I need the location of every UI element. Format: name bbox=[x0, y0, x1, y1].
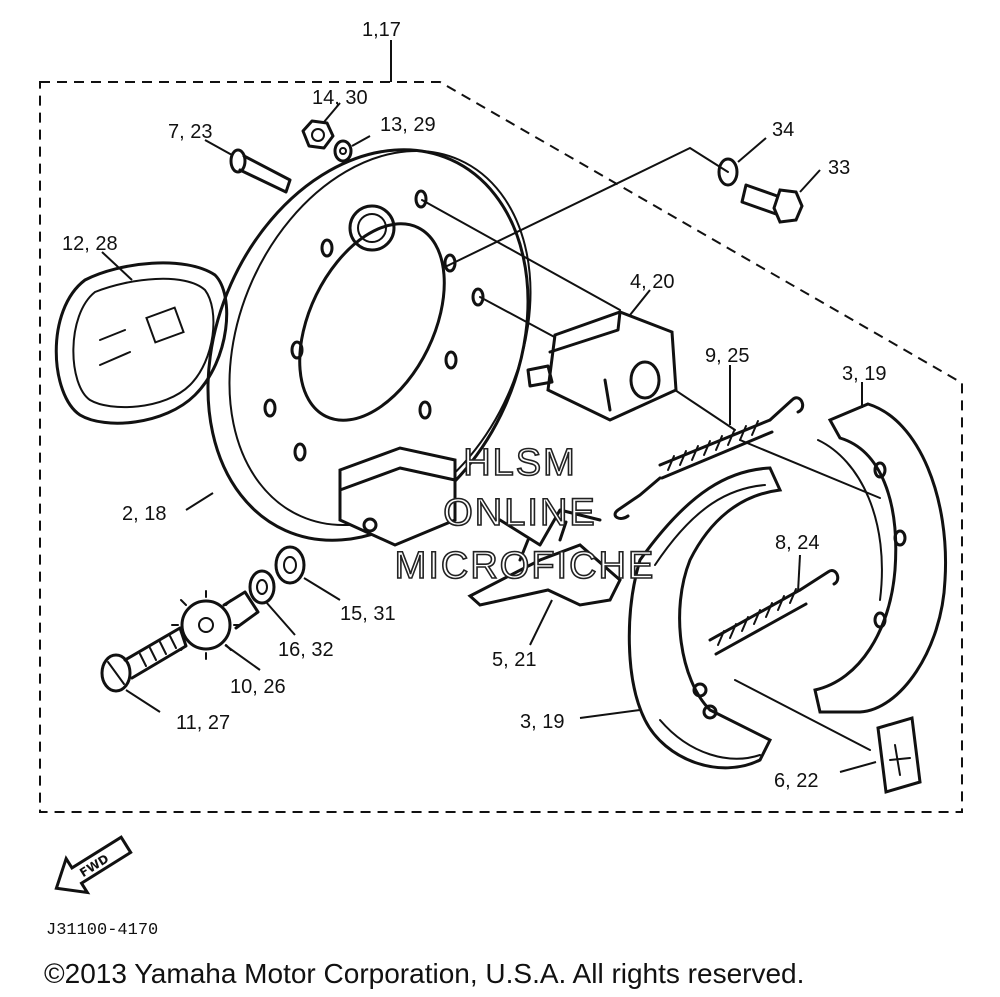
callout-10-26: 10, 26 bbox=[230, 676, 286, 698]
washer-34 bbox=[717, 157, 739, 187]
callout-12-28: 12, 28 bbox=[62, 233, 118, 255]
callout-3-19-bottom: 3, 19 bbox=[520, 711, 564, 733]
callout-5-21: 5, 21 bbox=[492, 649, 536, 671]
adjuster-housing bbox=[338, 446, 457, 547]
lock-washer bbox=[333, 139, 353, 163]
backing-plate bbox=[206, 148, 532, 542]
retaining-clip bbox=[876, 716, 922, 794]
washer-15 bbox=[274, 545, 306, 585]
watermark-line-3: MICROFICHE bbox=[395, 545, 656, 587]
brake-lever bbox=[467, 508, 622, 607]
adjuster-screw bbox=[100, 626, 188, 693]
watermark-line-2: ONLINE bbox=[443, 492, 596, 534]
callout-13-29: 13, 29 bbox=[380, 114, 436, 136]
copyright-notice: ©2013 Yamaha Motor Corporation, U.S.A. A… bbox=[44, 958, 804, 989]
brake-shoe-rear bbox=[813, 402, 948, 714]
callout-2-18: 2, 18 bbox=[122, 503, 166, 525]
lower-spring bbox=[708, 569, 840, 656]
watermark-line-1: HLSM bbox=[463, 442, 577, 484]
callout-3-19-top: 3, 19 bbox=[842, 363, 886, 385]
adjuster-wheel bbox=[171, 590, 260, 660]
callout-16-32: 16, 32 bbox=[278, 639, 334, 661]
forward-arrow-icon: FWD bbox=[54, 835, 133, 895]
callout-7-23: 7, 23 bbox=[168, 121, 212, 143]
brake-cover bbox=[54, 261, 229, 425]
callout-9-25: 9, 25 bbox=[705, 345, 749, 367]
brake-shoe-front bbox=[627, 466, 783, 770]
callout-6-22: 6, 22 bbox=[774, 770, 818, 792]
washer-16 bbox=[248, 569, 276, 605]
bolt-33 bbox=[740, 183, 804, 224]
callout-15-31: 15, 31 bbox=[340, 603, 396, 625]
nut bbox=[301, 119, 335, 150]
watermark: HLSM ONLINE MICROFICHE bbox=[394, 441, 656, 588]
callout-8-24: 8, 24 bbox=[775, 532, 819, 554]
brake-pin bbox=[229, 148, 292, 194]
figure-code: J31100-4170 bbox=[46, 921, 158, 940]
wheel-cylinder bbox=[526, 310, 678, 422]
callout-11-27: 11, 27 bbox=[176, 712, 230, 734]
callout-33: 33 bbox=[828, 157, 850, 179]
callout-4-20: 4, 20 bbox=[630, 271, 674, 293]
callout-1-17: 1,17 bbox=[362, 19, 401, 41]
callout-34: 34 bbox=[772, 119, 794, 141]
upper-spring bbox=[613, 396, 805, 520]
callout-14-30: 14, 30 bbox=[312, 87, 368, 109]
